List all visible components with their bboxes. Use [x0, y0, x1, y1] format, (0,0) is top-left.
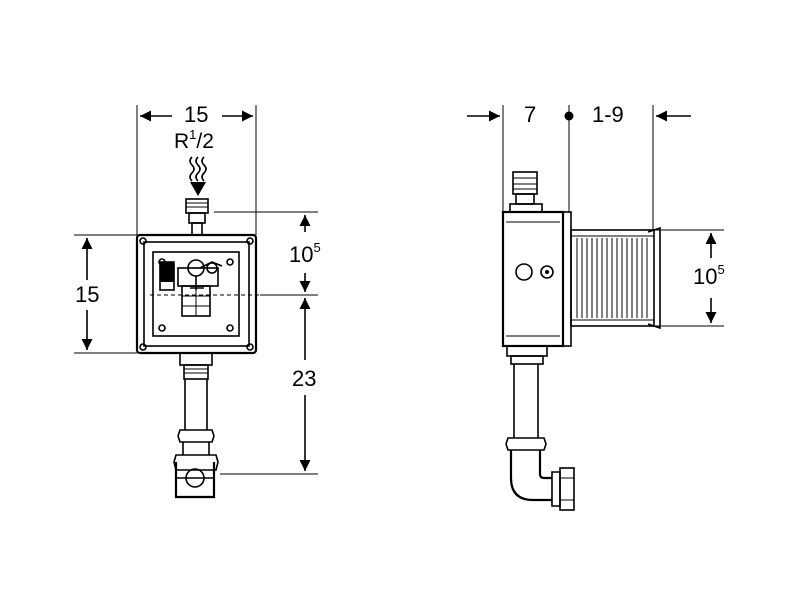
side-height-dimension [654, 229, 724, 327]
thread-size-label: R1/2 [174, 128, 214, 153]
side-box [501, 210, 661, 348]
front-width-dimension [136, 105, 257, 235]
side-view [467, 105, 724, 511]
front-upper-dim-label: 105 [289, 241, 321, 267]
front-vertical-dimensions [214, 211, 318, 475]
outlet-pipe [173, 352, 219, 499]
side-height-sup: 5 [717, 262, 725, 277]
side-top-dimensions [467, 105, 691, 230]
front-box [135, 233, 300, 355]
side-adjust-label: 1-9 [592, 102, 624, 127]
side-height-label: 105 [693, 263, 725, 289]
side-height-main: 10 [693, 264, 718, 289]
side-depth-label: 7 [524, 102, 537, 127]
side-outlet-pipe [505, 345, 575, 511]
upper-dim-main: 10 [289, 242, 314, 267]
thread-main: R [174, 130, 190, 153]
thread-den: /2 [196, 130, 214, 153]
front-height-dimension [74, 234, 137, 354]
water-inlet-symbol [189, 156, 207, 196]
front-lower-dim-label: 23 [292, 366, 317, 391]
front-width-label: 15 [184, 102, 209, 127]
thread-num: 1 [189, 127, 197, 142]
front-height-label: 15 [75, 282, 100, 307]
side-inlet-connector [509, 171, 543, 213]
front-view [74, 105, 318, 499]
corrugation-lines [576, 238, 648, 318]
upper-dim-sup: 5 [313, 240, 321, 255]
inlet-connector [185, 198, 209, 236]
